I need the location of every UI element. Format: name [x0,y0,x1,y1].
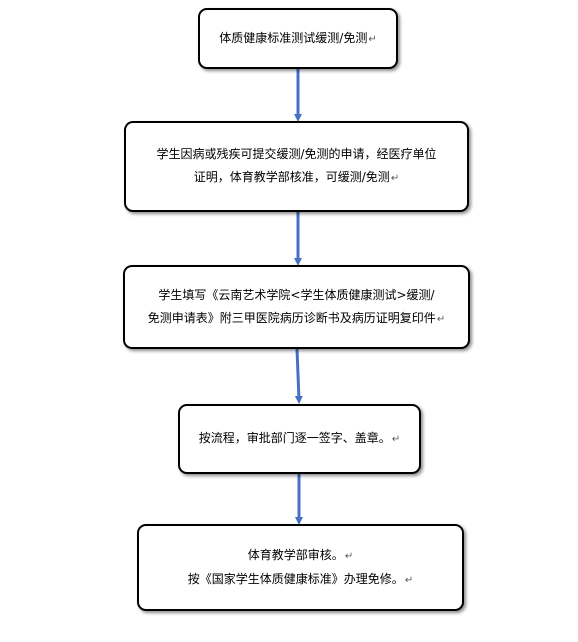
paragraph-mark-icon: ↵ [390,173,400,184]
flow-step-2-line-1: 学生因病或残疾可提交缓测/免测的申请，经医疗单位 [156,147,437,161]
flow-step-3-line-2: 免测申请表》附三甲医院病历诊断书及病历证明复印件 [147,310,436,325]
flow-step-2: 学生因病或残疾可提交缓测/免测的申请，经医疗单位 证明，体育教学部核准，可缓测/… [124,121,469,212]
flow-step-4: 按流程，审批部门逐一签字、盖章。↵ [178,404,421,474]
arrow-3-to-4 [294,348,303,404]
flow-step-5: 体育教学部审核。↵ 按《国家学生体质健康标准》办理免修。↵ [137,524,464,611]
flow-step-2-text: 学生因病或残疾可提交缓测/免测的申请，经医疗单位 证明，体育教学部核准，可缓测/… [156,143,436,190]
flow-step-2-line-2: 证明，体育教学部核准，可缓测/免测 [193,170,390,184]
paragraph-mark-icon: ↵ [404,574,414,586]
flow-step-4-text: 按流程，审批部门逐一签字、盖章。↵ [199,427,400,451]
flow-step-3: 学生填写《云南艺术学院<学生体质健康测试>缓测/ 免测申请表》附三甲医院病历诊断… [123,265,470,349]
flow-step-4-line-1: 按流程，审批部门逐一签字、盖章。 [198,431,391,445]
paragraph-mark-icon: ↵ [391,434,401,445]
flow-step-3-text: 学生填写《云南艺术学院<学生体质健康测试>缓测/ 免测申请表》附三甲医院病历诊断… [148,284,445,331]
paragraph-mark-icon: ↵ [436,313,446,325]
flow-step-5-line-1: 体育教学部审核。 [247,547,344,562]
flow-step-1-line-1: 体质健康标准测试缓测/免测 [219,30,368,45]
flow-step-3-line-1: 学生填写《云南艺术学院<学生体质健康测试>缓测/ [158,287,435,302]
paragraph-mark-icon: ↵ [368,33,377,45]
paragraph-mark-icon: ↵ [344,550,354,562]
flow-step-5-line-2: 按《国家学生体质健康标准》办理免修。 [187,571,404,586]
flow-step-1-text: 体质健康标准测试缓测/免测↵ [219,27,376,51]
flow-step-5-text: 体育教学部审核。↵ 按《国家学生体质健康标准》办理免修。↵ [188,544,413,592]
flow-step-1: 体质健康标准测试缓测/免测↵ [198,8,398,69]
